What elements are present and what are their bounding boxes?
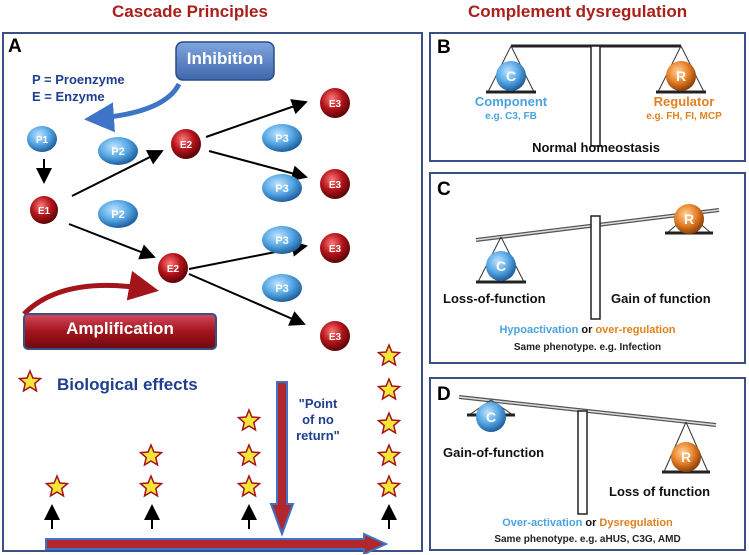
- time-arrow: [45, 532, 389, 554]
- legend-star-icon: [17, 369, 43, 393]
- panel-b: C R B Component e.g. C3, FB Regulator e.…: [429, 32, 746, 162]
- point-of-no-return-arrow: [269, 381, 295, 537]
- node-p2-upper: P2: [98, 137, 138, 165]
- node-p3-4: P3: [262, 274, 302, 302]
- effect-star-icon: [376, 343, 402, 367]
- svg-text:E1: E1: [38, 206, 51, 217]
- svg-text:E3: E3: [329, 180, 342, 191]
- effect-star-icon: [376, 411, 402, 435]
- inhibition-box: [175, 41, 275, 81]
- inhibition-arrow: [84, 82, 182, 133]
- panel-label: D: [437, 384, 451, 405]
- effect-star-icon: [236, 474, 262, 498]
- svg-text:E2: E2: [180, 140, 193, 151]
- panel-label: B: [437, 37, 451, 58]
- panel-a: P1 P2 P2 P3 P3 P3 P3 E1 E2 E2 E3 E3 E3 E…: [2, 32, 423, 554]
- biological-effects-label: Biological effects: [57, 375, 198, 394]
- svg-text:E3: E3: [329, 332, 342, 343]
- point-of-no-return-label: "Point of no return": [296, 396, 340, 443]
- outcome-line: Hypoactivation or over-regulation: [499, 324, 676, 336]
- amplification-bar: [23, 313, 217, 350]
- svg-text:P3: P3: [275, 283, 288, 295]
- svg-text:E2: E2: [167, 264, 180, 275]
- amplification-label: Amplification: [66, 319, 174, 338]
- svg-text:C: C: [506, 68, 516, 84]
- node-e3-4: E3: [320, 321, 350, 351]
- svg-text:P3: P3: [275, 133, 288, 145]
- effect-star-icon: [376, 377, 402, 401]
- effect-star-icon: [236, 443, 262, 467]
- svg-text:R: R: [676, 68, 686, 84]
- panel-label: C: [437, 179, 451, 200]
- svg-text:C: C: [486, 409, 496, 425]
- gain-of-function-label: Gain of function: [611, 291, 711, 306]
- panel-label: A: [8, 36, 22, 57]
- component-ball: [496, 61, 526, 91]
- regulator-ball: [671, 442, 701, 472]
- effect-star-icon: [376, 474, 402, 498]
- svg-text:P3: P3: [275, 183, 288, 195]
- regulator-ball: [674, 204, 704, 234]
- svg-text:P3: P3: [275, 235, 288, 247]
- node-p1: P1: [27, 126, 57, 152]
- biological-effect-stars: [17, 343, 402, 498]
- amplification-arrow: [22, 270, 159, 316]
- node-p3-2: P3: [262, 174, 302, 202]
- regulator-ball: [666, 61, 696, 91]
- node-e2-upper: E2: [171, 129, 201, 159]
- svg-text:C: C: [496, 258, 506, 274]
- node-e3-1: E3: [320, 88, 350, 118]
- svg-text:R: R: [684, 211, 694, 227]
- effect-star-icon: [236, 408, 262, 432]
- svg-text:P1: P1: [36, 135, 49, 146]
- effect-star-icon: [44, 474, 70, 498]
- panel-d: C R D Gain-of-function Loss of function …: [429, 377, 746, 551]
- node-e3-2: E3: [320, 169, 350, 199]
- svg-text:E3: E3: [329, 244, 342, 255]
- node-e3-3: E3: [320, 233, 350, 263]
- svg-text:E3: E3: [329, 99, 342, 110]
- inhibition-label: Inhibition: [186, 49, 264, 68]
- regulator-label: Regulator: [653, 94, 715, 109]
- svg-text:R: R: [681, 449, 691, 465]
- legend-proenzyme: P = Proenzyme: [32, 72, 125, 87]
- component-example: e.g. C3, FB: [485, 111, 537, 122]
- effect-star-icon: [138, 474, 164, 498]
- left-header: Cascade Principles: [112, 2, 268, 21]
- phenotype-line: Same phenotype. e.g. Infection: [513, 342, 662, 353]
- normal-homeostasis-caption: Normal homeostasis: [532, 140, 660, 155]
- node-p3-3: P3: [262, 226, 302, 254]
- regulator-example: e.g. FH, FI, MCP: [646, 111, 722, 122]
- node-p2-lower: P2: [98, 200, 138, 228]
- effect-star-icon: [138, 443, 164, 467]
- node-e1: E1: [30, 196, 58, 224]
- phenotype-line: Same phenotype. e.g. aHUS, C3G, AMD: [494, 534, 681, 545]
- node-e2-lower: E2: [158, 253, 188, 283]
- gain-of-function-label: Gain-of-function: [443, 445, 545, 460]
- loss-of-function-label: Loss of function: [609, 484, 711, 499]
- right-header: Complement dysregulation: [468, 2, 688, 21]
- svg-text:P2: P2: [111, 209, 124, 221]
- effect-star-icon: [376, 443, 402, 467]
- loss-of-function-label: Loss-of-function: [443, 291, 546, 306]
- outcome-line: Over-activation or Dysregulation: [502, 517, 673, 529]
- component-ball: [476, 402, 506, 432]
- cascade-diagram: P1 P2 P2 P3 P3 P3 P3 E1 E2 E2 E3 E3 E3 E…: [17, 41, 402, 554]
- panel-c: C R C Loss-of-function Gain of function …: [429, 172, 746, 364]
- component-ball: [486, 251, 516, 281]
- legend-enzyme: E = Enzyme: [32, 89, 105, 104]
- node-p3-1: P3: [262, 124, 302, 152]
- component-label: Component: [474, 94, 548, 109]
- svg-text:P2: P2: [111, 146, 124, 158]
